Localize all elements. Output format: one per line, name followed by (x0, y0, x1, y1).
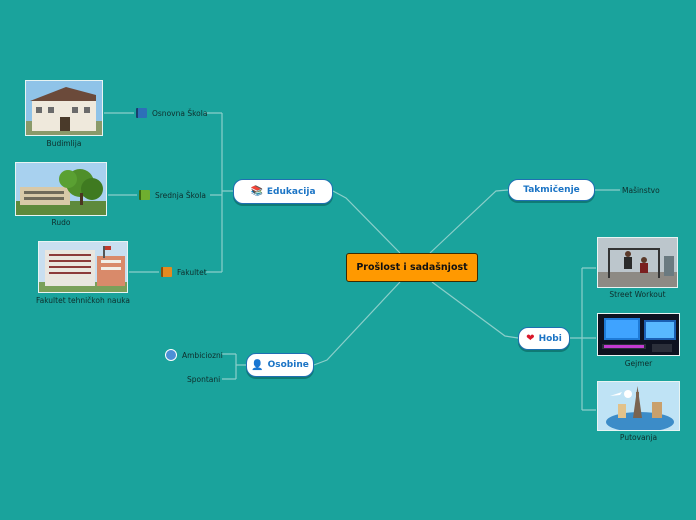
leaf-osnovna-skola[interactable]: Osnovna Škola (136, 108, 207, 118)
caption-street-workout: Street Workout (609, 290, 666, 299)
link-central-edukacija (332, 190, 401, 254)
leaf-fakultet-label: Fakultet (177, 267, 207, 277)
caption-fakultet: Fakultet tehničkoh nauka (35, 296, 131, 305)
branch-edukacija[interactable]: 📚 Edukacija (233, 179, 333, 204)
link-central-hobi (431, 281, 519, 339)
caption-rudo: Rudo (51, 218, 71, 227)
image-budimlija-school[interactable] (25, 80, 103, 136)
branch-hobi-label: Hobi (538, 333, 562, 344)
blue-book-icon (136, 108, 147, 118)
leaf-masinstvo-label: Mašinstvo (622, 186, 660, 195)
image-street-workout[interactable] (597, 237, 678, 288)
image-fakultet-building[interactable] (38, 241, 128, 293)
caption-budimlija: Budimlija (46, 139, 82, 148)
branch-takmicenje-label: Takmičenje (523, 185, 580, 195)
leaf-ambiciozni[interactable]: Ambiciozni (165, 349, 223, 361)
branch-takmicenje[interactable]: Takmičenje (508, 179, 595, 201)
leaf-srednja-skola-label: Srednja Škola (155, 190, 206, 200)
link-hobi-items (570, 267, 596, 411)
leaf-fakultet[interactable]: Fakultet (161, 267, 207, 277)
leaf-ambiciozni-label: Ambiciozni (182, 350, 223, 360)
leaf-osnovna-skola-label: Osnovna Škola (152, 108, 208, 118)
leaf-srednja-skola[interactable]: Srednja Škola (139, 190, 206, 200)
link-central-osobine (313, 281, 401, 366)
branch-osobine-label: Osobine (267, 360, 309, 370)
leaf-masinstvo[interactable]: Mašinstvo (622, 186, 660, 195)
branch-hobi[interactable]: ❤ Hobi (518, 327, 570, 350)
green-book-icon (139, 190, 150, 200)
link-edukacija-items (204, 112, 233, 273)
branch-edukacija-label: Edukacija (266, 186, 316, 197)
school-photo-1 (26, 81, 102, 135)
person-icon: 👤 (251, 359, 264, 371)
leaf-spontani-label: Spontani (187, 375, 221, 384)
globe-icon (165, 349, 177, 361)
gaming-setup-photo (598, 314, 679, 355)
image-rudo-school[interactable] (15, 162, 107, 216)
branch-osobine[interactable]: 👤 Osobine (246, 353, 314, 377)
central-topic-label: Prošlost i sadašnjost (356, 262, 468, 273)
travel-photo (598, 382, 679, 430)
central-topic[interactable]: Prošlost i sadašnjost (346, 253, 478, 282)
image-gejmer[interactable] (597, 313, 680, 356)
orange-book-icon (161, 267, 172, 277)
heart-icon: ❤ (526, 333, 535, 344)
caption-putovanja: Putovanja (619, 433, 658, 442)
school-photo-3 (39, 242, 127, 292)
leaf-spontani[interactable]: Spontani (187, 375, 220, 384)
school-photo-2 (16, 163, 106, 215)
street-workout-photo (598, 238, 677, 287)
caption-gejmer: Gejmer (624, 359, 653, 368)
link-central-takmicenje (429, 189, 509, 254)
image-putovanja[interactable] (597, 381, 680, 431)
books-icon: 📚 (250, 186, 263, 197)
link-osobine-items (222, 353, 246, 380)
